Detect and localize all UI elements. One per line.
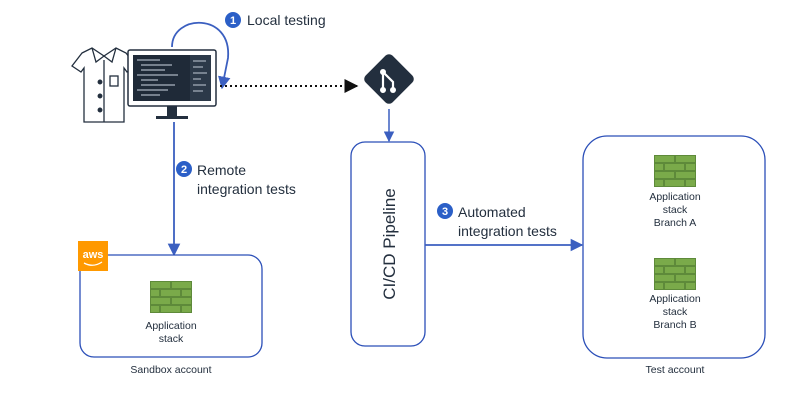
step-2-label-line-2: integration tests: [197, 181, 296, 197]
monitor-code-editor-icon: [127, 49, 217, 119]
svg-text:1: 1: [230, 15, 236, 27]
stack-b-label-line-2: stack: [663, 306, 688, 318]
developer-lab-coat-icon: [71, 47, 137, 123]
sandbox-account-label: Sandbox account: [130, 364, 211, 376]
cicd-pipeline-box: [350, 141, 426, 347]
sandbox-stack-label-line-2: stack: [159, 333, 184, 345]
step-2-label-line-1: Remote: [197, 162, 246, 178]
local-testing-arrow: [171, 21, 231, 90]
stack-a-label-line-2: stack: [663, 204, 688, 216]
test-account-label: Test account: [646, 364, 705, 376]
git-icon: [364, 54, 414, 104]
aws-logo-icon: aws: [78, 241, 108, 271]
test-account-box: [582, 135, 766, 359]
step-3-label-line-1: Automated: [458, 204, 526, 220]
brick-wall-icon: [654, 258, 696, 290]
stack-b-label-line-3: Branch B: [653, 319, 696, 331]
svg-text:aws: aws: [83, 249, 104, 261]
step-3-badge: 3: [437, 203, 453, 219]
brick-wall-icon: [654, 155, 696, 187]
stack-a-label-line-3: Branch A: [654, 217, 697, 229]
step-1-label: Local testing: [247, 12, 326, 28]
stack-a-label-line-1: Application: [649, 191, 701, 203]
cicd-pipeline-label: CI/CD Pipeline: [380, 188, 399, 300]
stack-b-label-line-1: Application: [649, 293, 701, 305]
step-1-badge: 1: [225, 12, 241, 28]
sandbox-stack-label-line-1: Application: [145, 320, 197, 332]
brick-wall-icon: [150, 281, 192, 313]
step-3-label-line-2: integration tests: [458, 223, 557, 239]
svg-text:2: 2: [181, 164, 187, 176]
svg-text:3: 3: [442, 206, 448, 218]
step-2-badge: 2: [176, 161, 192, 177]
